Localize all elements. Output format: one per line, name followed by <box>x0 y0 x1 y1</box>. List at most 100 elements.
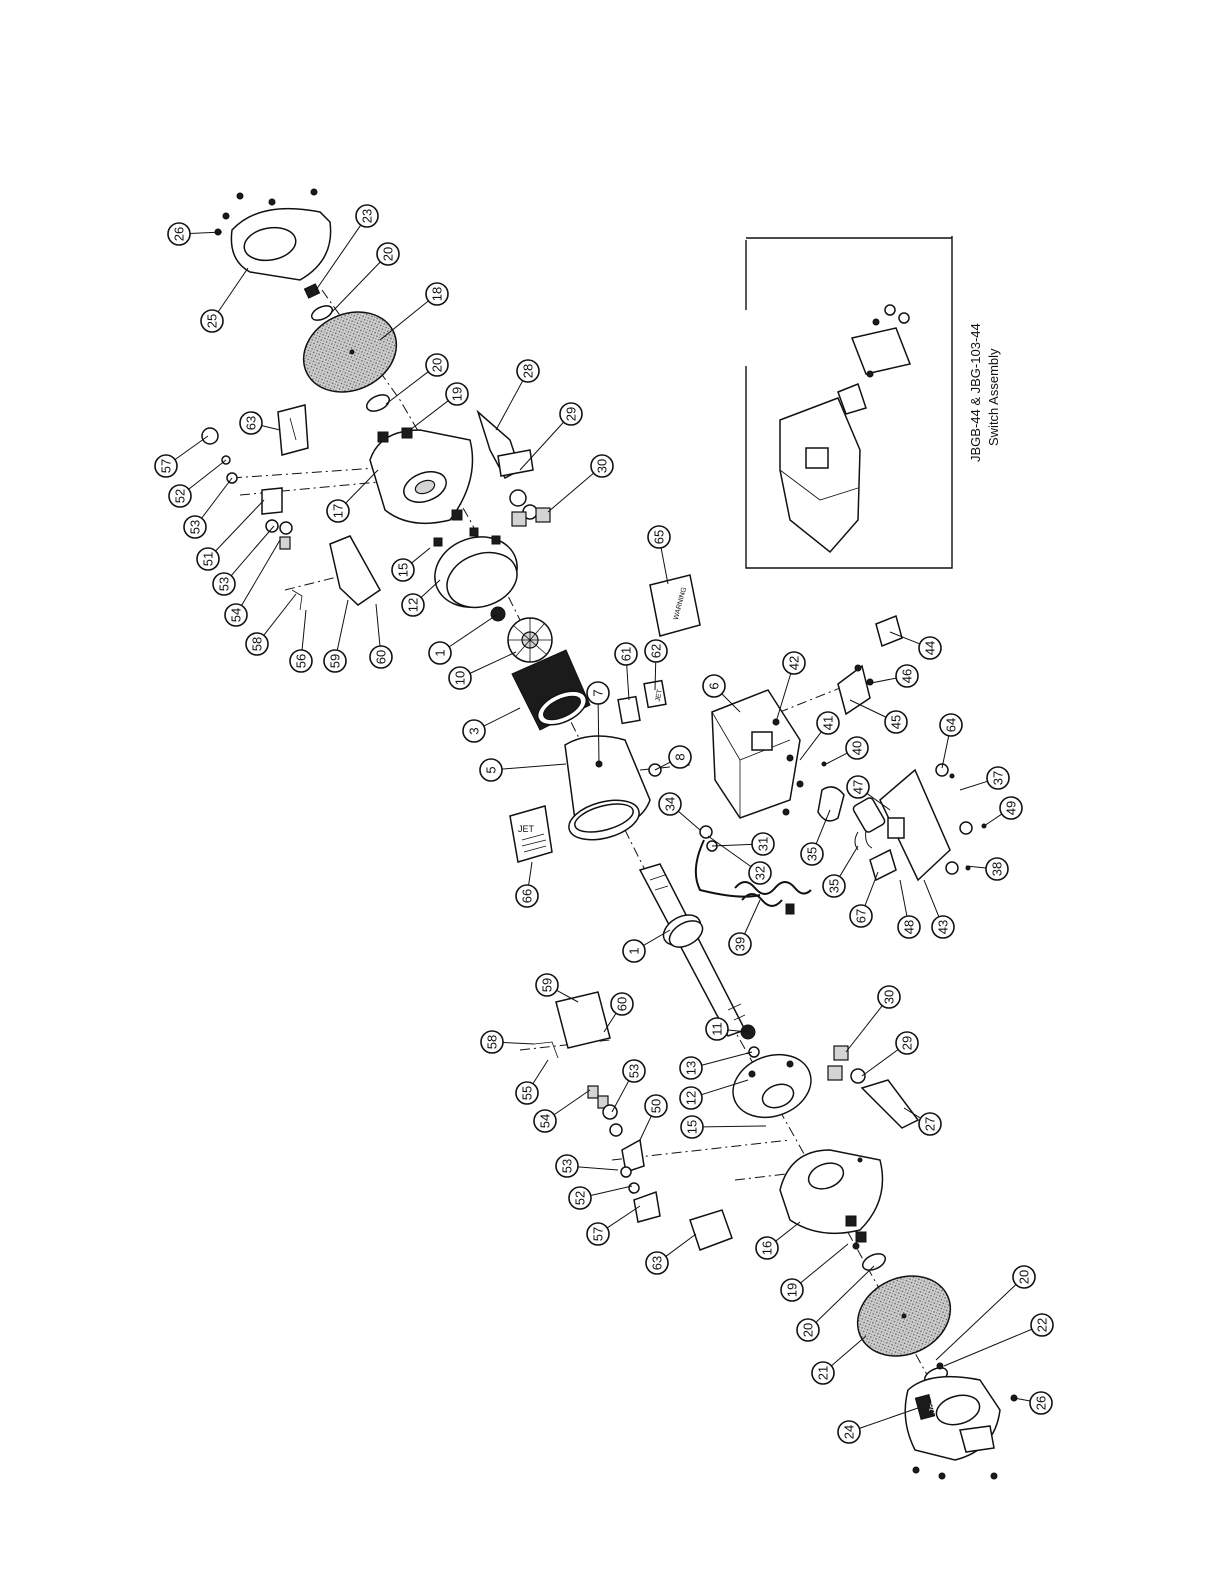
callout-leader-56 <box>302 610 306 650</box>
callout-leader-52 <box>591 1186 632 1196</box>
callout-1: 1 <box>623 940 645 962</box>
callout-35: 35 <box>801 843 823 865</box>
callout-number: 53 <box>217 577 232 591</box>
callout-15: 15 <box>392 559 414 581</box>
callout-leader-16 <box>776 1222 800 1241</box>
callout-leader-48 <box>900 880 907 916</box>
callout-52: 52 <box>169 485 191 507</box>
grinding-wheel-top <box>290 284 409 414</box>
callout-leader-67 <box>865 872 878 906</box>
callout-leader-15 <box>703 1126 766 1127</box>
callout-12: 12 <box>402 594 424 616</box>
callout-1: 1 <box>429 642 451 664</box>
callout-30: 30 <box>878 986 900 1008</box>
callout-leader-34 <box>678 811 700 830</box>
callout-number: 15 <box>396 563 411 577</box>
callout-leader-19 <box>410 401 448 430</box>
callout-leader-64 <box>942 736 949 768</box>
callout-number: 24 <box>842 1425 857 1439</box>
callout-51: 51 <box>197 548 219 570</box>
stator-coil <box>512 650 591 732</box>
callout-number: 11 <box>710 1022 725 1036</box>
callout-number: 22 <box>1035 1318 1050 1332</box>
callout-leader-43 <box>924 880 939 917</box>
callout-leader-17 <box>346 470 378 503</box>
callout-number: 40 <box>850 741 865 755</box>
callout-number: 52 <box>173 489 188 503</box>
callout-29: 29 <box>560 403 582 425</box>
callout-leader-29 <box>520 422 564 470</box>
callout-3: 3 <box>463 720 485 742</box>
callout-number: 17 <box>331 504 346 518</box>
callout-67: 67 <box>850 905 872 927</box>
callout-number: 38 <box>990 862 1005 876</box>
callout-number: 57 <box>159 459 174 473</box>
callout-leader-19 <box>801 1244 849 1283</box>
callout-leader-13 <box>702 1052 752 1065</box>
callout-leader-66 <box>529 862 532 885</box>
callout-19: 19 <box>446 383 468 405</box>
callout-number: 50 <box>649 1099 664 1113</box>
callout-42: 42 <box>783 652 805 674</box>
wheel-guard-outer-top <box>215 189 331 280</box>
callout-number: 54 <box>229 608 244 622</box>
callout-leader-53 <box>202 478 232 518</box>
wheel-guard-inner-bottom <box>780 1150 883 1242</box>
callout-20: 20 <box>426 354 448 376</box>
callout-12: 12 <box>680 1087 702 1109</box>
callout-number: 41 <box>821 716 836 730</box>
callout-18: 18 <box>426 283 448 305</box>
callout-64: 64 <box>940 714 962 736</box>
callout-24: 24 <box>838 1421 860 1443</box>
label-67 <box>870 850 896 880</box>
eye-shield-bottom <box>690 1210 732 1250</box>
callout-number: 30 <box>882 990 897 1004</box>
callout-21: 21 <box>812 1362 834 1384</box>
callout-41: 41 <box>817 712 839 734</box>
callout-number: 5 <box>484 766 499 773</box>
callout-37: 37 <box>987 767 1009 789</box>
callout-number: 20 <box>1017 1270 1032 1284</box>
switch-and-bracket <box>838 616 902 714</box>
callout-leader-41 <box>800 732 821 760</box>
decal-61 <box>618 697 640 724</box>
callout-number: 16 <box>760 1241 775 1255</box>
callout-7: 7 <box>587 682 609 704</box>
callout-57: 57 <box>155 455 177 477</box>
callout-number: 31 <box>756 837 771 851</box>
callout-61: 61 <box>615 643 637 665</box>
callout-leader-22 <box>944 1329 1032 1366</box>
svg-text:JET: JET <box>518 824 535 834</box>
inset-caption-line1: JBGB-44 & JBG-103-44 <box>968 323 983 462</box>
callout-5: 5 <box>480 759 502 781</box>
callout-63: 63 <box>240 412 262 434</box>
callout-leader-57 <box>175 436 208 460</box>
wheel-guard-outer-bottom: JET <box>905 1377 1017 1479</box>
callout-27: 27 <box>919 1113 941 1135</box>
callout-number: 39 <box>733 937 748 951</box>
callout-53: 53 <box>556 1155 578 1177</box>
callout-26: 26 <box>168 223 190 245</box>
callout-48: 48 <box>898 916 920 938</box>
wheel-guard-inner-top <box>370 428 473 523</box>
callout-25: 25 <box>201 310 223 332</box>
callout-55: 55 <box>516 1082 538 1104</box>
callout-number: 64 <box>944 718 959 732</box>
callout-6: 6 <box>703 675 725 697</box>
callout-16: 16 <box>756 1237 778 1259</box>
callout-number: 26 <box>172 227 187 241</box>
callout-leader-61 <box>627 665 629 700</box>
callout-31: 31 <box>752 833 774 855</box>
callout-number: 46 <box>900 669 915 683</box>
callout-15: 15 <box>681 1116 703 1138</box>
capacitor-group <box>818 762 886 850</box>
callout-leader-31 <box>712 844 752 846</box>
callout-number: 26 <box>1034 1396 1049 1410</box>
callout-59: 59 <box>536 974 558 996</box>
switch-box <box>712 690 803 818</box>
callout-leader-59 <box>337 600 348 650</box>
callout-leader-52 <box>189 460 226 489</box>
callout-19: 19 <box>781 1279 803 1301</box>
callout-number: 35 <box>827 879 842 893</box>
eye-shield-plate-top <box>330 536 380 605</box>
